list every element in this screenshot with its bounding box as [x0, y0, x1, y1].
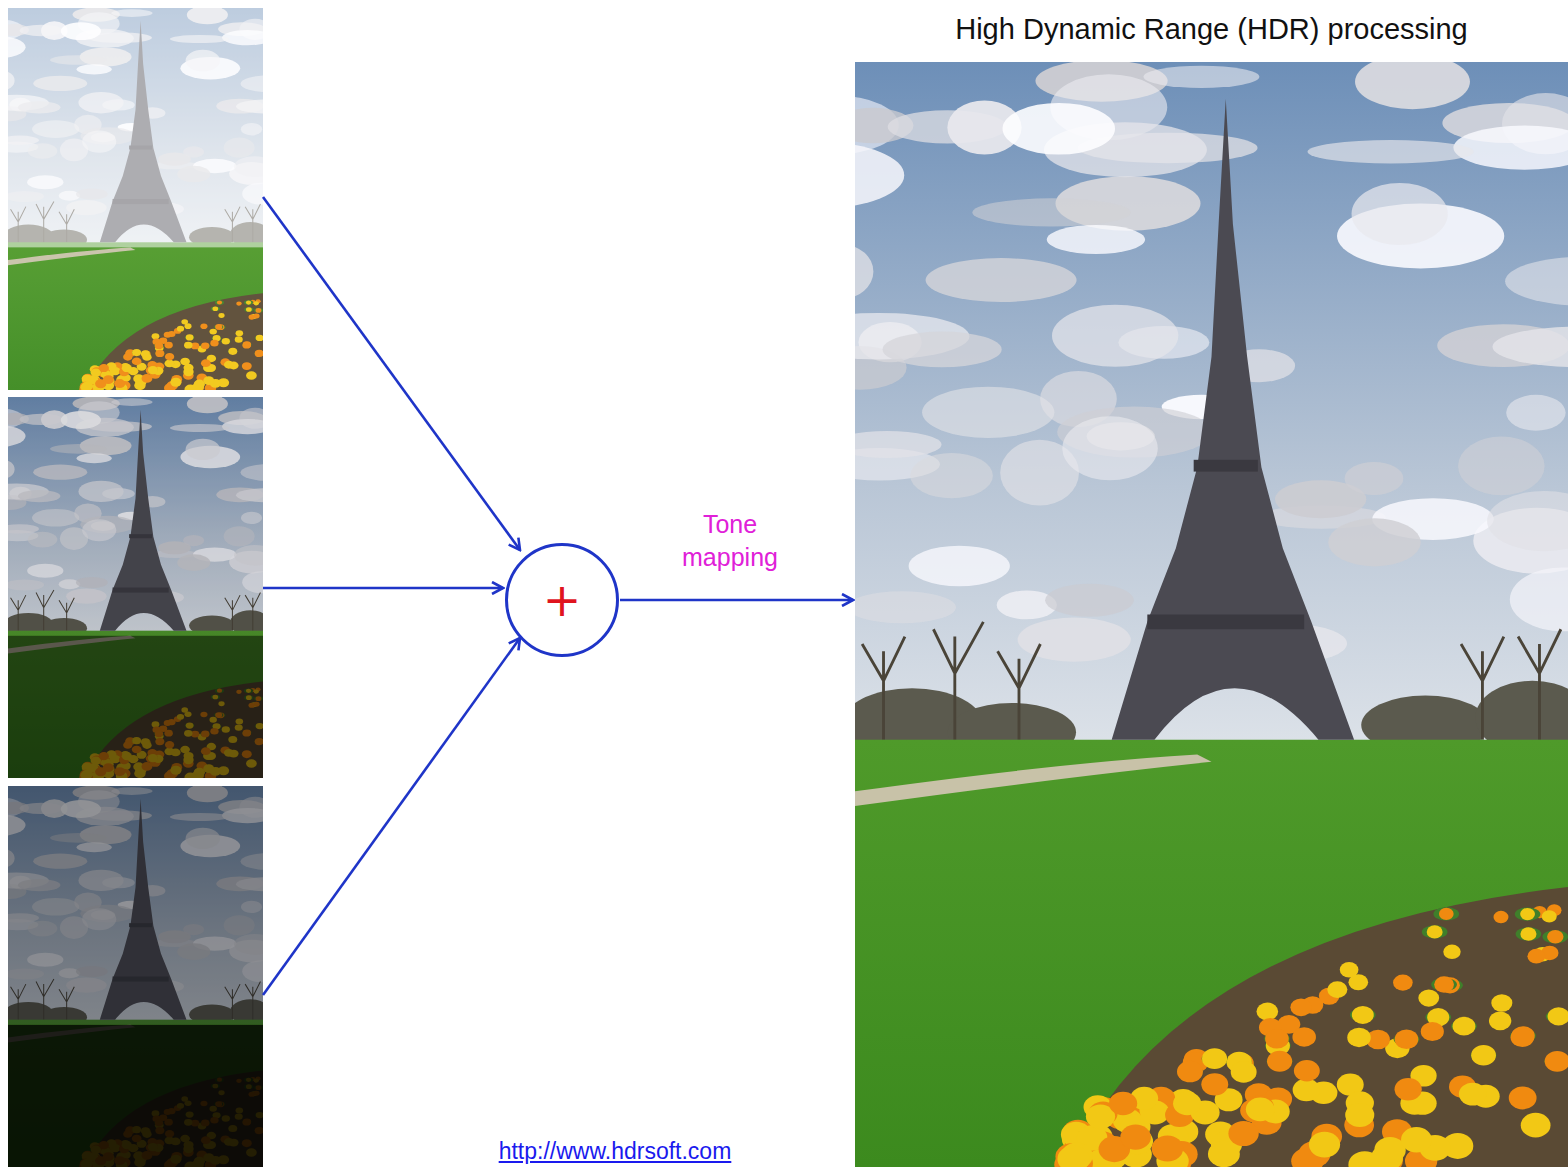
title: High Dynamic Range (HDR) processing	[855, 12, 1568, 47]
operator-symbol: +	[543, 577, 582, 623]
source-link: http://www.hdrsoft.com	[440, 1138, 790, 1166]
sum-circle: +	[505, 543, 619, 657]
arrow	[263, 197, 853, 995]
edge-label: Tone mapping	[665, 508, 795, 573]
